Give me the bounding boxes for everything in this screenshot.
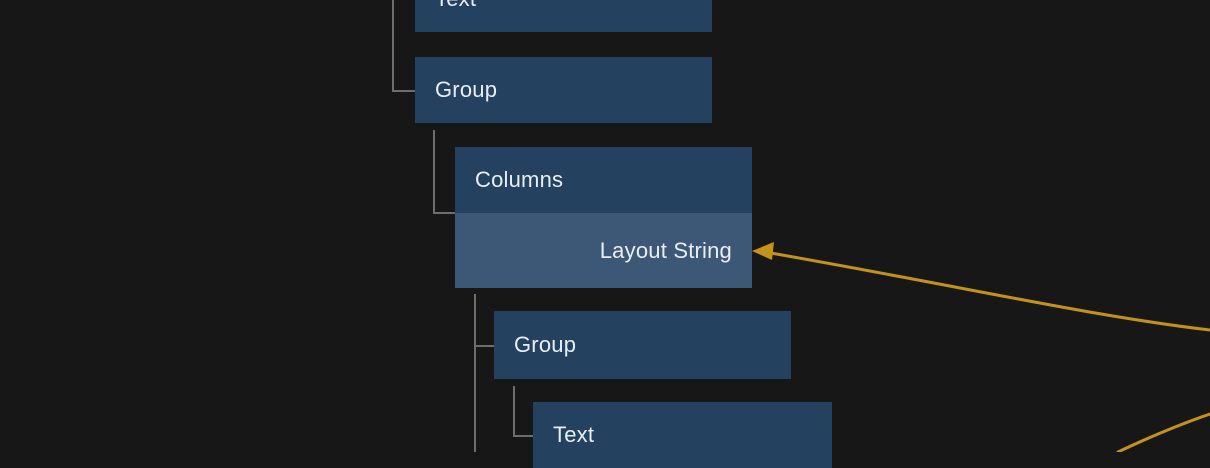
arrow-into-layout-string-head [752, 242, 774, 260]
elbow-to-text-bottom-vertical [513, 386, 515, 436]
elbow-to-columns-horizontal [433, 212, 456, 214]
node-group[interactable]: Group [494, 311, 791, 379]
node-group[interactable]: Group [415, 57, 712, 123]
node-label: Columns [475, 167, 564, 192]
node-text[interactable]: Text [533, 402, 832, 468]
node-text[interactable]: Text [415, 0, 712, 32]
elbow-to-group-top-horizontal [392, 90, 416, 92]
arrow-edge-bottom-right [1116, 412, 1210, 452]
node-label: Layout String [599, 237, 732, 263]
trunk-below-layout-vertical [474, 294, 476, 452]
elbow-to-columns-vertical [433, 130, 435, 214]
node-layout-string[interactable]: Layout String [455, 213, 752, 288]
node-label: Group [514, 332, 577, 357]
arrow-into-layout-string [763, 250, 1210, 332]
node-columns[interactable]: Columns [455, 147, 752, 213]
node-label: Text [553, 422, 595, 447]
trunk-below-layout-horizontal [474, 345, 494, 347]
node-label: Text [435, 0, 476, 10]
elbow-to-group-top-vertical [392, 0, 394, 92]
node-label: Group [435, 77, 498, 102]
elbow-to-text-bottom-horizontal [513, 435, 534, 437]
